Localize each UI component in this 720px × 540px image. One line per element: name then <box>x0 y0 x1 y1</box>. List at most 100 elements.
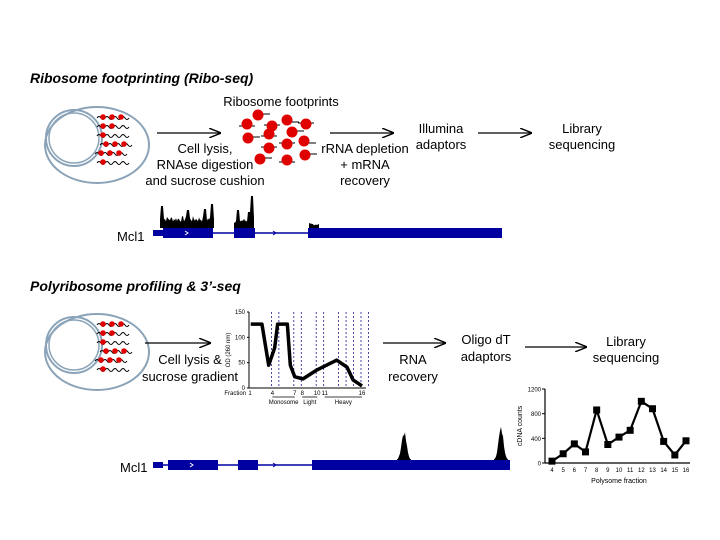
ribosome-dot <box>263 128 275 140</box>
od-trace <box>250 322 363 388</box>
ribosome-dot <box>281 114 293 126</box>
coverage-peak <box>160 204 214 228</box>
x-tick-label: 11 <box>627 468 634 474</box>
ribosome-dot <box>252 109 264 121</box>
ribosome-dot <box>298 135 310 147</box>
x-tick-label: 11 <box>322 391 329 397</box>
x-tick-label: 7 <box>293 391 297 397</box>
x-tick-label: 1 <box>248 391 252 397</box>
data-point <box>604 441 612 448</box>
step-label: recovery <box>340 173 390 188</box>
ribosome-dot <box>107 150 113 156</box>
data-point <box>660 437 668 445</box>
exon-block <box>238 460 258 470</box>
ribosome-dot <box>100 330 106 336</box>
cell-icon <box>44 106 150 184</box>
y-tick-label: 800 <box>531 412 542 418</box>
ribosome-dot <box>100 321 106 327</box>
step-label: Cell lysis & <box>158 352 222 367</box>
data-point <box>570 440 578 448</box>
utr-block <box>153 230 163 236</box>
ribosome-dot <box>263 142 275 154</box>
ribosome-dot <box>98 150 104 156</box>
step-label: adaptors <box>461 349 512 364</box>
step-label: Cell lysis, <box>178 141 233 156</box>
x-tick-label: 15 <box>671 468 678 474</box>
strand-arrow-icon <box>184 230 189 236</box>
ribosome-dot <box>281 138 293 150</box>
ribosome-dot <box>98 357 104 363</box>
ribosome-footprints-icon <box>239 109 317 166</box>
ribosome-dot <box>100 123 106 129</box>
ribosome-dot <box>116 357 122 363</box>
y-tick-label: 50 <box>238 361 245 367</box>
step-label: Oligo dT <box>461 332 510 347</box>
y-axis-label: OD (260 nm) <box>226 333 232 368</box>
ribosome-dot <box>118 114 124 120</box>
x-tick-label: 9 <box>606 468 610 474</box>
coverage-peak <box>494 426 508 460</box>
strand-arrow-icon <box>189 462 194 468</box>
utr-block <box>153 462 163 468</box>
ribosome-dot <box>100 159 106 165</box>
group-label: Light <box>303 400 316 406</box>
step-label: sequencing <box>593 350 660 365</box>
ribosome-dot <box>116 150 122 156</box>
x-tick-label: 16 <box>683 468 690 474</box>
coverage-peak <box>234 196 254 228</box>
x-tick-label: 6 <box>573 468 577 474</box>
strand-arrow-icon <box>332 462 337 468</box>
ribosome-dot <box>100 114 106 120</box>
x-tick-label: 14 <box>660 468 667 474</box>
section1-title: Ribosome footprinting (Ribo-seq) <box>30 70 254 86</box>
ribosome-dot <box>100 339 106 345</box>
gene-label: Mcl1 <box>120 460 147 475</box>
strand-arrow-icon <box>237 462 242 468</box>
strand-arrow-icon <box>272 230 277 236</box>
coverage-track <box>160 196 319 228</box>
ribosome-dot <box>109 321 115 327</box>
step-label: Illumina <box>419 121 465 136</box>
ribosome-dot <box>118 321 124 327</box>
x-tick-label: 16 <box>359 391 366 397</box>
data-point <box>582 448 589 456</box>
gene-model <box>153 228 502 238</box>
y-tick-label: 0 <box>538 462 542 468</box>
ribosome-dot <box>121 141 127 147</box>
step-label: and sucrose cushion <box>145 173 264 188</box>
ribosome-dot <box>286 126 298 138</box>
gene-model <box>153 460 510 470</box>
step-label: RNAse digestion <box>157 157 254 172</box>
group-label: Heavy <box>335 400 352 406</box>
ribosome-dot <box>281 154 293 166</box>
ribosome-dot <box>103 141 109 147</box>
x-axis-label: Polysome fraction <box>591 478 647 485</box>
ribosome-dot <box>109 114 115 120</box>
step-label: rRNA depletion <box>321 141 408 156</box>
strand-arrow-icon <box>352 230 357 236</box>
x-tick-label: 13 <box>649 468 656 474</box>
step-label: RNA <box>399 352 427 367</box>
y-tick-label: 0 <box>242 386 246 392</box>
strand-arrow-icon <box>272 462 277 468</box>
y-tick-label: 400 <box>531 437 542 443</box>
group-label: Monosome <box>269 400 299 406</box>
data-point <box>615 433 623 441</box>
step-label: sucrose gradient <box>142 369 238 384</box>
exon-block <box>234 228 255 238</box>
step-label: adaptors <box>416 137 467 152</box>
strand-arrow-icon <box>332 230 337 236</box>
step-label: Library <box>562 121 602 136</box>
series-line <box>551 399 687 463</box>
cell-icon <box>44 313 150 391</box>
ribosome-dot <box>109 330 115 336</box>
x-axis-label: Fraction <box>224 391 246 397</box>
ribosome-dot <box>299 149 311 161</box>
x-tick-label: 5 <box>561 468 565 474</box>
step-label: sequencing <box>549 137 616 152</box>
data-point <box>649 405 656 413</box>
step-label: Library <box>606 334 646 349</box>
